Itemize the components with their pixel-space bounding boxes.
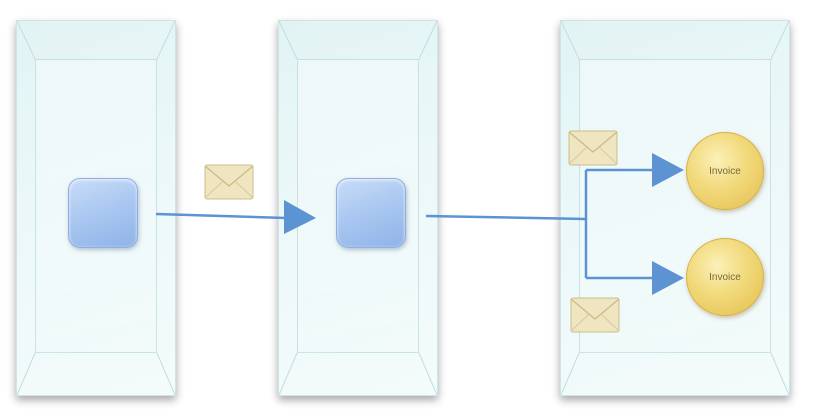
process-node-1[interactable] xyxy=(68,178,138,248)
container-3 xyxy=(560,20,790,396)
invoice-node-2[interactable]: Invoice xyxy=(686,238,764,316)
invoice-label: Invoice xyxy=(709,271,741,283)
envelope-icon xyxy=(568,130,618,166)
invoice-node-1[interactable]: Invoice xyxy=(686,132,764,210)
envelope-icon xyxy=(204,164,254,200)
invoice-label: Invoice xyxy=(709,165,741,177)
process-node-2[interactable] xyxy=(336,178,406,248)
envelope-icon xyxy=(570,297,620,333)
